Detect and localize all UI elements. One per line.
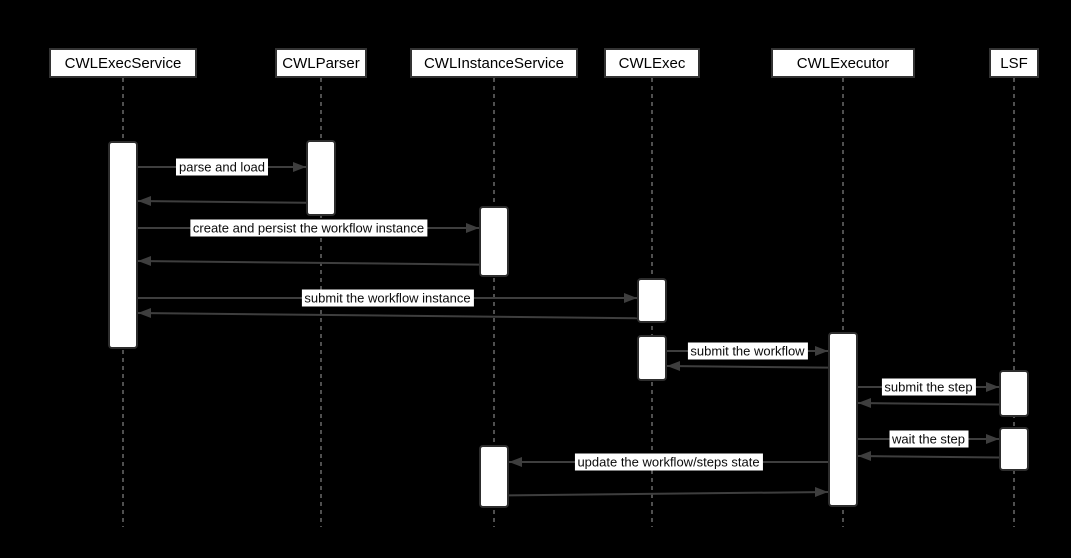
message-label-submit-the-workflow-instance: submit the workflow instance [301, 289, 474, 307]
message-2-arrowhead-right [466, 223, 479, 233]
message-5-line [137, 312, 637, 320]
participant-label: CWLExecutor [796, 54, 890, 72]
message-1-line [137, 200, 307, 204]
message-12-arrowhead-left [509, 457, 522, 467]
message-0-arrowhead-right [293, 162, 306, 172]
message-3-arrowhead-left [138, 256, 151, 266]
message-label-update-the-workflow-steps-state: update the workflow/steps state [574, 453, 763, 471]
message-label-parse-and-load: parse and load [175, 158, 269, 176]
participant-lsf: LSF [989, 48, 1039, 78]
message-label-wait-the-step: wait the step [889, 430, 968, 448]
message-5-arrowhead-left [138, 308, 151, 318]
message-9-line [857, 402, 1000, 406]
participant-cwlinstanceservice: CWLInstanceService [410, 48, 578, 78]
message-label-create-and-persist-the-workflow-instance: create and persist the workflow instance [189, 219, 428, 237]
message-10-arrowhead-right [986, 434, 999, 444]
participant-label: CWLInstanceService [423, 54, 565, 72]
participant-label: CWLExecService [64, 54, 182, 72]
message-6-arrowhead-right [815, 346, 828, 356]
activation-lsf-7 [999, 427, 1029, 471]
message-1-arrowhead-left [138, 196, 151, 206]
activation-cwlexec-3 [637, 278, 667, 323]
activation-cwlparser-1 [306, 140, 336, 216]
activation-cwlexec-4 [637, 335, 667, 381]
message-7-line [666, 365, 829, 369]
message-label-submit-the-workflow: submit the workflow [687, 342, 808, 360]
message-13-line [509, 491, 829, 497]
lifeline-cwlinstanceservice [493, 78, 495, 527]
message-11-arrowhead-left [858, 451, 871, 461]
lifeline-cwlexecutor [842, 78, 844, 527]
participant-cwlexecutor: CWLExecutor [771, 48, 915, 78]
message-7-arrowhead-left [667, 361, 680, 371]
participant-label: CWLExec [618, 54, 686, 72]
message-label-submit-the-step: submit the step [881, 378, 976, 396]
message-13-arrowhead-right [815, 487, 828, 497]
participant-cwlparser: CWLParser [275, 48, 367, 78]
activation-cwlinstanceservice-2 [479, 206, 509, 277]
activation-cwlinstanceservice-8 [479, 445, 509, 508]
lifeline-lsf [1013, 78, 1015, 527]
message-4-arrowhead-right [624, 293, 637, 303]
message-9-arrowhead-left [858, 398, 871, 408]
activation-cwlexecservice-0 [108, 141, 138, 349]
message-11-line [857, 455, 1000, 459]
participant-label: CWLParser [282, 54, 360, 72]
participant-cwlexec: CWLExec [604, 48, 700, 78]
participant-cwlexecservice: CWLExecService [49, 48, 197, 78]
participant-label: LSF [1000, 54, 1028, 72]
activation-cwlexecutor-5 [828, 332, 858, 507]
message-8-arrowhead-right [986, 382, 999, 392]
message-3-line [137, 260, 479, 266]
activation-lsf-6 [999, 370, 1029, 417]
